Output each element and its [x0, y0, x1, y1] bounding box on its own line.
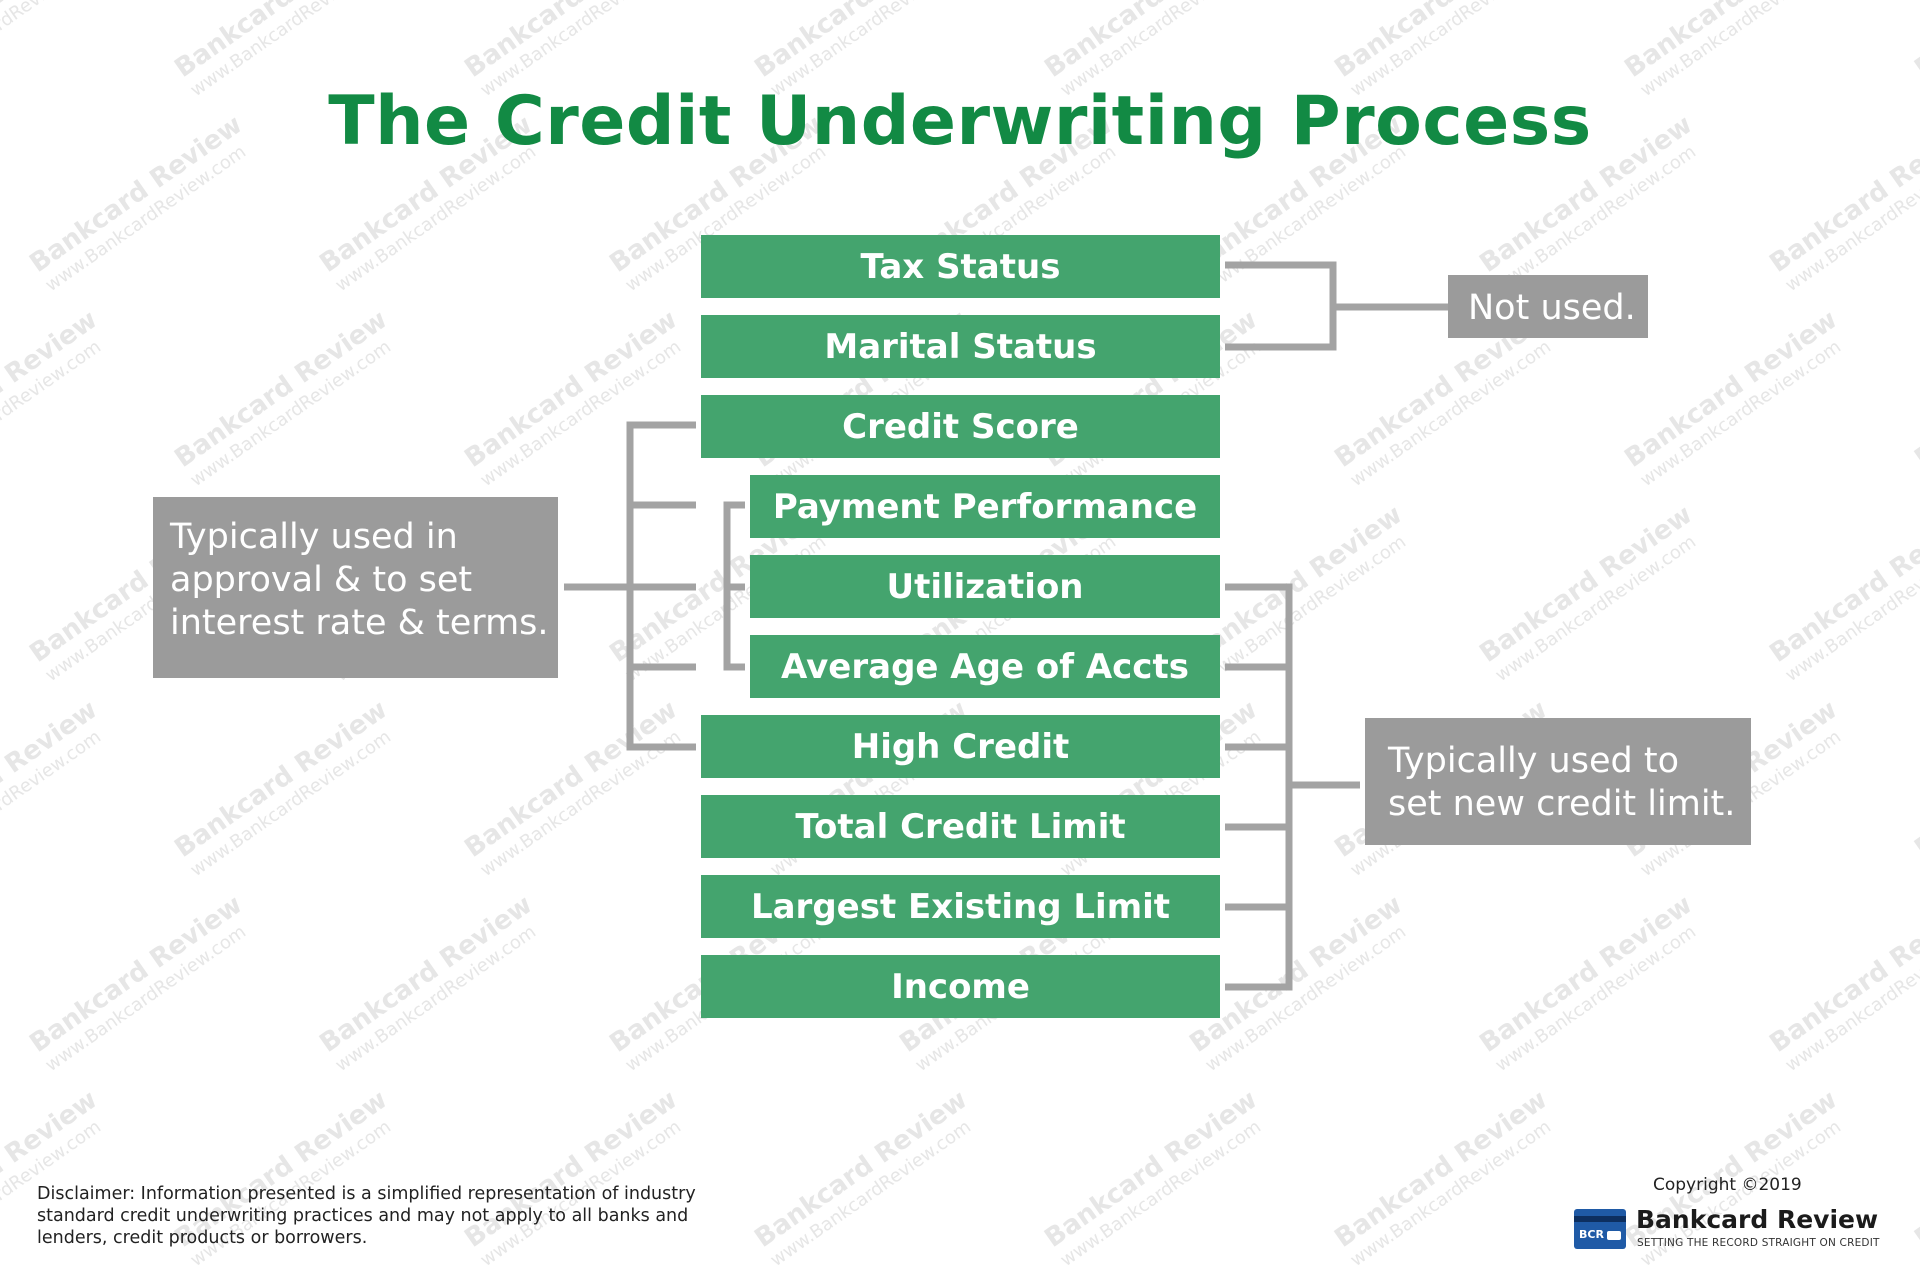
factor-payment-performance: Payment Performance [750, 475, 1220, 538]
factor-income: Income [701, 955, 1220, 1018]
logo-tagline: SETTING THE RECORD STRAIGHT ON CREDIT [1637, 1237, 1880, 1249]
factor-marital-status: Marital Status [701, 315, 1220, 378]
disclaimer-text: Disclaimer: Information presented is a s… [37, 1184, 696, 1248]
page-title: The Credit Underwriting Process [328, 82, 1592, 161]
connector-credit-score-sub [723, 501, 745, 671]
factor-high-credit: High Credit [701, 715, 1220, 778]
note-approval-line-3: interest rate & terms. [170, 603, 549, 643]
copyright-text: Copyright ©2019 [1653, 1175, 1802, 1195]
connector-approval [564, 421, 696, 751]
factor-tax-status: Tax Status [701, 235, 1220, 298]
note-credit-limit-line-1: Typically used to [1388, 741, 1679, 781]
note-approval-line-1: Typically used in [170, 517, 458, 557]
factor-utilization: Utilization [750, 555, 1220, 618]
factor-total-credit-limit: Total Credit Limit [701, 795, 1220, 858]
connector-credit-limit [1225, 583, 1360, 991]
note-credit-limit-line-2: set new credit limit. [1388, 784, 1736, 824]
note-credit-limit: Typically used to set new credit limit. [1365, 718, 1751, 845]
bankcard-review-logo: BCR Bankcard Review SETTING THE RECORD S… [1572, 1203, 1892, 1253]
factor-average-age-of-accts: Average Age of Accts [750, 635, 1220, 698]
factor-largest-existing-limit: Largest Existing Limit [701, 875, 1220, 938]
factor-credit-score: Credit Score [701, 395, 1220, 458]
card-icon: BCR [1574, 1209, 1626, 1249]
connector-not-used [1225, 261, 1448, 351]
note-not-used: Not used. [1448, 275, 1648, 338]
logo-brand-name: Bankcard Review [1636, 1205, 1879, 1234]
note-approval: Typically used in approval & to set inte… [153, 497, 558, 678]
logo-badge-text: BCR [1579, 1228, 1604, 1241]
note-approval-line-2: approval & to set [170, 560, 473, 600]
